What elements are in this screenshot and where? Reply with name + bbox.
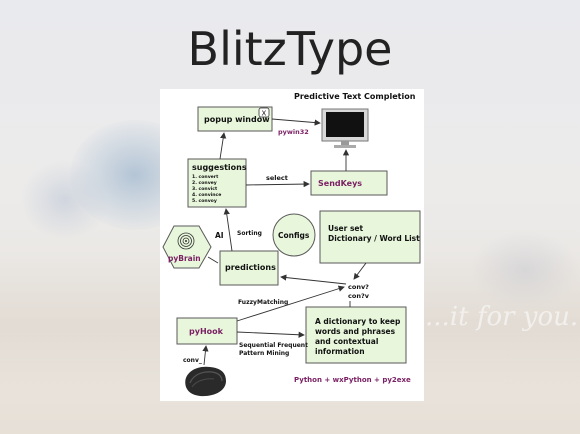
suggestion-item-3: 3. convict [192, 186, 218, 192]
architecture-diagram: Predictive Text Completion popup window … [160, 89, 424, 401]
sorting-label: Sorting [237, 230, 262, 237]
suggestion-item-1: 1. convert [192, 174, 219, 180]
userset-line2: Dictionary / Word List [328, 234, 420, 243]
monitor-icon [321, 108, 369, 148]
footer-tech-stack: Python + wxPython + py2exe [294, 376, 411, 384]
arrow-pyhook-to-dictionary [236, 331, 305, 338]
configs-circle [272, 213, 316, 257]
suggestion-item-2: 2. convey [192, 180, 217, 186]
arrow-suggestions-to-sendkeys [245, 180, 310, 188]
dictionary-line1: A dictionary to keep [315, 317, 401, 326]
fuzzymatching-label: FuzzyMatching [238, 299, 288, 306]
diagram-heading: Predictive Text Completion [294, 92, 416, 101]
conv-typing-label: conv_ [183, 357, 202, 364]
pyhook-label: pyHook [189, 327, 224, 336]
predictions-label: predictions [225, 263, 276, 272]
userset-line1: User set [328, 224, 364, 233]
suggestions-box [187, 158, 247, 208]
arrow-conv-to-predictions [280, 274, 347, 285]
dictionary-line2: words and phrases [315, 327, 396, 336]
userset-box [319, 210, 421, 264]
diagram-connectors [202, 118, 367, 366]
dictionary-box [305, 306, 407, 364]
keyboard-icon [185, 366, 226, 397]
conv-label-1: conv? [348, 283, 369, 291]
pywin32-label: pywin32 [278, 128, 309, 136]
sendkeys-label: SendKeys [318, 179, 362, 188]
configs-label: Configs [278, 231, 310, 240]
dictionary-line4: information [315, 347, 365, 356]
background-watermark-text: ...it for you... [425, 302, 580, 332]
background-blur-right [470, 230, 580, 310]
arrow-pyhook-to-conv [236, 285, 345, 322]
svg-text:X: X [262, 110, 267, 118]
arrow-pybrain-to-predictions [207, 256, 219, 264]
background-flower-blur-left [20, 160, 110, 240]
close-icon: X [258, 107, 270, 118]
pybrain-label: pyBrain [168, 254, 201, 263]
arrow-popup-to-monitor [271, 118, 321, 126]
dictionary-line3: and contextual [315, 337, 378, 346]
diagram-canvas: Predictive Text Completion popup window … [162, 92, 421, 397]
slide-title: BlitzType [187, 22, 393, 76]
arrow-suggestions-to-popup [219, 132, 227, 160]
suggestion-item-4: 4. convince [192, 192, 221, 198]
conv-label-2: con?v [348, 292, 370, 300]
suggestion-item-5: 5. convoy [192, 198, 217, 204]
pyhook-box [176, 317, 238, 345]
sendkeys-box [310, 170, 388, 196]
pybrain-hexagon [162, 225, 212, 269]
popup-window-label: popup window [204, 115, 270, 124]
brain-icon [177, 232, 195, 250]
suggestions-title: suggestions [192, 163, 247, 172]
predictions-box [219, 250, 279, 286]
arrow-predictions-to-suggestions [223, 208, 233, 252]
seqmining-line2: Pattern Mining [239, 350, 289, 357]
seqmining-line1: Sequential Frequent [239, 342, 308, 349]
arrow-userset-to-conv [353, 262, 367, 280]
select-label: select [266, 174, 288, 182]
arrow-keyboard-to-pyhook [202, 345, 209, 366]
ai-label: AI [215, 231, 224, 240]
